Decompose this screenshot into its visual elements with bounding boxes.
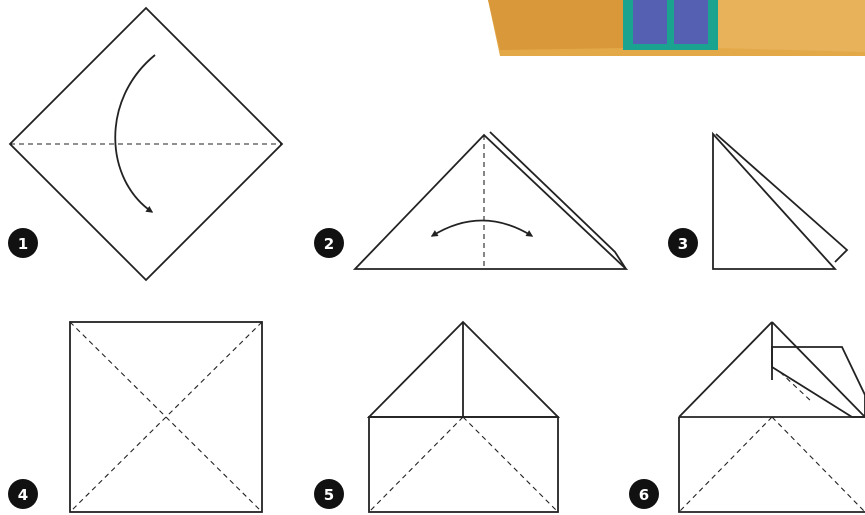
step-4-diagram bbox=[70, 322, 262, 512]
roof-left-edge bbox=[679, 322, 772, 417]
step-2-diagram bbox=[355, 132, 626, 269]
step-1-diagram bbox=[10, 8, 282, 280]
roof-right-edge bbox=[772, 322, 865, 417]
step-3-diagram bbox=[713, 134, 847, 269]
lower-crease-2 bbox=[772, 417, 865, 512]
step-badge-1: 1 bbox=[8, 228, 38, 258]
step-number-5: 5 bbox=[324, 486, 334, 504]
step-5-diagram bbox=[369, 322, 558, 512]
step-6-diagram bbox=[679, 322, 865, 512]
folded-triangle bbox=[355, 135, 626, 269]
back-layer-edge bbox=[490, 132, 626, 269]
step-number-6: 6 bbox=[639, 486, 649, 504]
fold-down-arrow bbox=[115, 55, 155, 212]
step-badge-5: 5 bbox=[314, 479, 344, 509]
fold-both-ways-arrow bbox=[432, 221, 532, 237]
lower-crease-1 bbox=[369, 417, 463, 512]
step-badge-2: 2 bbox=[314, 228, 344, 258]
step-number-4: 4 bbox=[18, 486, 28, 504]
house-body bbox=[369, 417, 558, 512]
flap-crease bbox=[780, 372, 812, 402]
step-badge-3: 3 bbox=[668, 228, 698, 258]
folded-small-triangle bbox=[713, 134, 835, 269]
lower-crease-1 bbox=[679, 417, 772, 512]
lower-crease-2 bbox=[463, 417, 558, 512]
step-number-1: 1 bbox=[18, 235, 28, 253]
folded-flap bbox=[772, 347, 865, 417]
house-body-edges bbox=[679, 417, 865, 512]
step-number-2: 2 bbox=[324, 235, 334, 253]
step-badge-6: 6 bbox=[629, 479, 659, 509]
back-layer-edge bbox=[716, 134, 847, 262]
step-badge-4: 4 bbox=[8, 479, 38, 509]
step-number-3: 3 bbox=[678, 235, 688, 253]
finished-model-photo bbox=[488, 0, 865, 56]
